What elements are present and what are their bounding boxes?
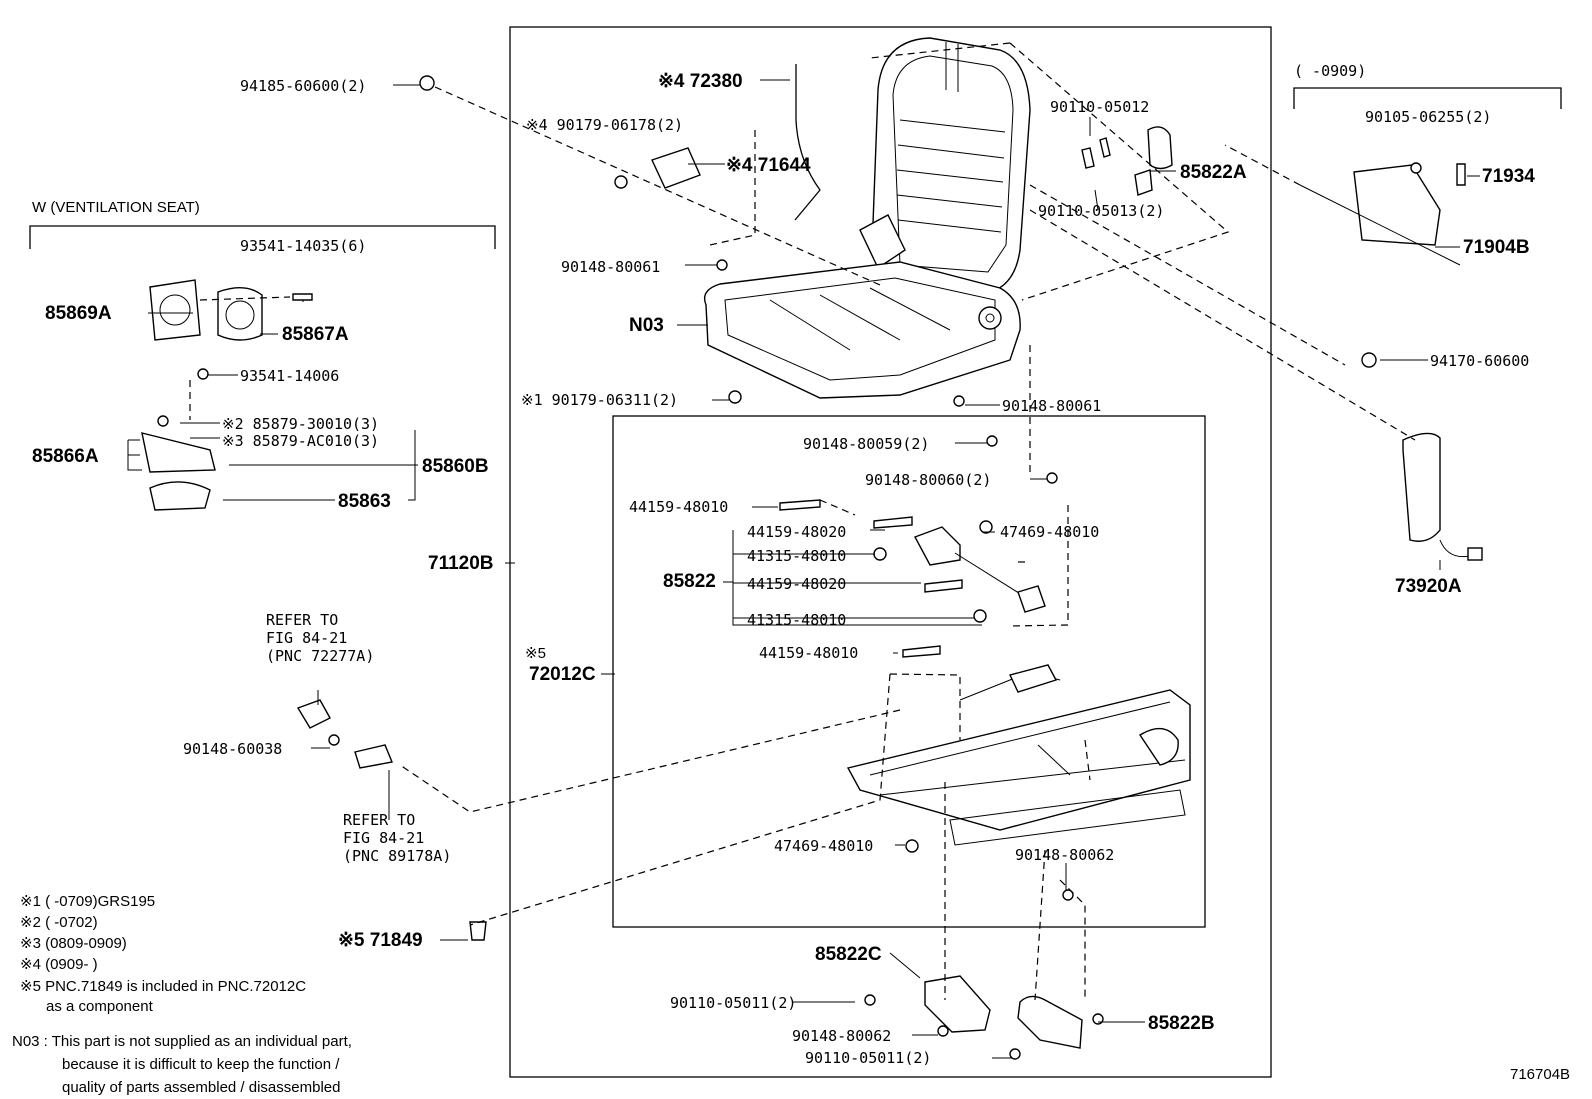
label-refer1-line2: FIG 84-21: [266, 629, 347, 647]
label-refer2-line3: (PNC 89178A): [343, 847, 451, 865]
footnote-2: ※2 ( -0702): [20, 914, 98, 931]
label-diagram-id: 716704B: [1510, 1066, 1570, 1083]
fan-85867A: [217, 287, 263, 341]
airbag-73920A: [1402, 432, 1441, 542]
range-0909-bracket: [1293, 87, 1562, 109]
main-assembly-frame: [509, 26, 1272, 1078]
label-90105-06255: 90105-06255(2): [1365, 108, 1491, 126]
label-44159-48010-a: 44159-48010: [629, 498, 728, 516]
label-71644: ※4 71644: [726, 155, 811, 176]
label-94185-60600: 94185-60600(2): [240, 77, 366, 95]
label-71904B: 71904B: [1463, 237, 1530, 258]
label-71120B: 71120B: [428, 553, 494, 574]
label-85879-30010: ※2 85879-30010(3): [222, 415, 379, 433]
label-72012C: 72012C: [529, 664, 596, 685]
footnote-3: ※3 (0809-0909): [20, 935, 127, 952]
label-47469-48010-a: 47469-48010: [1000, 523, 1099, 541]
label-90148-80062-a: 90148-80062: [1015, 846, 1114, 864]
label-85869A: 85869A: [45, 303, 112, 324]
leader-lines: [127, 79, 1480, 1059]
footnote-5-cont: as a component: [46, 998, 154, 1015]
label-85822A: 85822A: [1180, 162, 1247, 183]
label-90148-80059: 90148-80059(2): [803, 435, 929, 453]
label-41315-48010-a: 41315-48010: [747, 547, 846, 565]
guide-lines: [189, 42, 1416, 1001]
label-72012C-note: ※5: [525, 645, 546, 662]
label-44159-48010-b: 44159-48010: [759, 644, 858, 662]
seatback-frame: [859, 37, 1031, 299]
label-90148-80060: 90148-80060(2): [865, 471, 991, 489]
part-labels: 94185-60600(2) ※4 72380 ※4 90179-06178(2…: [32, 62, 1570, 1083]
label-85860B: 85860B: [422, 456, 489, 477]
tilt-motor-rod: [914, 526, 1046, 613]
label-refer1-line1: REFER TO: [266, 611, 338, 629]
label-90110-05011-b: 90110-05011(2): [805, 1049, 931, 1067]
nut-94185-icon: [419, 75, 435, 91]
label-85822: 85822: [663, 571, 716, 592]
module-85863: [149, 481, 211, 511]
label-90110-05011-a: 90110-05011(2): [670, 994, 796, 1012]
label-85879-AC010: ※3 85879-AC010(3): [222, 432, 379, 450]
label-90148-80061-a: 90148-80061: [561, 258, 660, 276]
label-71849: ※5 71849: [338, 930, 423, 951]
bracket-85866A: [141, 432, 216, 473]
motor-85822C: [924, 975, 991, 1033]
n03-note-line2: because it is difficult to keep the func…: [62, 1056, 340, 1073]
footnote-1: ※1 ( -0709)GRS195: [20, 893, 155, 910]
label-90148-60038: 90148-60038: [183, 740, 282, 758]
label-90179-06178: ※4 90179-06178(2): [526, 116, 683, 134]
label-90110-05012: 90110-05012: [1050, 98, 1149, 116]
label-85866A: 85866A: [32, 446, 99, 467]
footnote-4: ※4 (0909- ): [20, 956, 98, 973]
cable-72380: [794, 64, 821, 221]
label-71934: 71934: [1482, 166, 1535, 187]
label-refer2-line2: FIG 84-21: [343, 829, 424, 847]
label-85822C: 85822C: [815, 944, 882, 965]
ventilation-bracket: [29, 225, 496, 249]
seat-track-subframe: [612, 415, 1206, 928]
label-refer2-line1: REFER TO: [343, 811, 415, 829]
label-94170-60600: 94170-60600: [1430, 352, 1529, 370]
label-93541-14035: 93541-14035(6): [240, 237, 366, 255]
footnotes: ※1 ( -0709)GRS195 ※2 ( -0702) ※3 (0809-0…: [12, 893, 352, 1096]
n03-note-line3: quality of parts assembled / disassemble…: [62, 1079, 340, 1096]
seat-cushion-frame: [703, 261, 1021, 399]
motor-85822A: [1147, 126, 1173, 170]
bracket-71904B: [1353, 164, 1441, 246]
label-N03: N03: [629, 315, 664, 336]
motor-85822B: [1017, 995, 1083, 1049]
label-90110-05013: 90110-05013(2): [1038, 202, 1164, 220]
label-85867A: 85867A: [282, 324, 349, 345]
n03-note-line1: N03 : This part is not supplied as an in…: [12, 1033, 352, 1050]
label-44159-48020-a: 44159-48020: [747, 523, 846, 541]
label-72380: ※4 72380: [658, 71, 743, 92]
lever-71644: [651, 147, 701, 189]
label-90179-06311: ※1 90179-06311(2): [521, 391, 678, 409]
fan-85869A: [149, 279, 201, 341]
label-73920A: 73920A: [1395, 576, 1462, 597]
label-93541-14006: 93541-14006: [240, 367, 339, 385]
seat-track-assembly: [846, 664, 1191, 846]
small-parts: [141, 64, 1483, 1060]
label-refer1-line3: (PNC 72277A): [266, 647, 374, 665]
label-85822B: 85822B: [1148, 1013, 1215, 1034]
label-41315-48010-b: 41315-48010: [747, 611, 846, 629]
footnote-5: ※5 PNC.71849 is included in PNC.72012C: [20, 978, 306, 995]
label-ventilation-seat: W (VENTILATION SEAT): [32, 199, 200, 216]
label-47469-48010-b: 47469-48010: [774, 837, 873, 855]
label-44159-48020-b: 44159-48020: [747, 575, 846, 593]
label-90148-80061-b: 90148-80061: [1002, 397, 1101, 415]
label-85863: 85863: [338, 491, 391, 512]
label-90148-80062-b: 90148-80062: [792, 1027, 891, 1045]
label-range-0909: ( -0909): [1294, 62, 1366, 80]
